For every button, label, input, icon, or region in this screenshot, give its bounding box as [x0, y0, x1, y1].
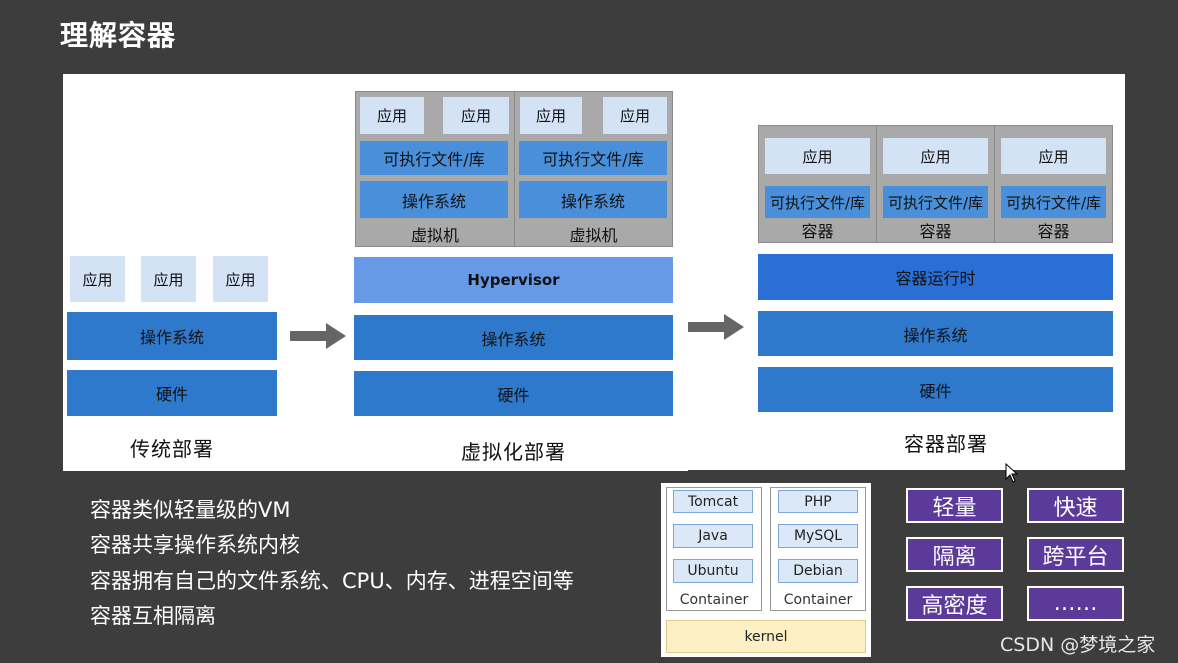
tag-isolation: 隔离 — [906, 537, 1003, 572]
tag-cross-platform: 跨平台 — [1027, 537, 1124, 572]
container-runtime: 容器运行时 — [758, 254, 1113, 300]
container1-libs: 可执行文件/库 — [765, 186, 870, 218]
container1-label: 容器 — [801, 222, 834, 241]
virt-caption: 虚拟化部署 — [461, 440, 566, 464]
vm2-libs: 可执行文件/库 — [519, 141, 667, 175]
container2-label: 容器 — [919, 222, 952, 241]
vm2-app-1: 应用 — [520, 97, 582, 134]
vm1-app-1: 应用 — [360, 97, 424, 134]
vm1-label: 虚拟机 — [410, 226, 459, 245]
tag-more: …… — [1027, 586, 1124, 621]
trad-app-2: 应用 — [141, 256, 196, 302]
bullet-4: 容器互相隔离 — [90, 604, 216, 628]
container-os: 操作系统 — [758, 311, 1113, 356]
kc1-item-2: Java — [673, 524, 753, 548]
tag-fast: 快速 — [1027, 488, 1124, 523]
kc1-label: Container — [679, 592, 749, 608]
bullet-3: 容器拥有自己的文件系统、CPU、内存、进程空间等 — [90, 569, 574, 593]
bullet-1: 容器类似轻量级的VM — [90, 498, 291, 522]
vm1-os: 操作系统 — [360, 181, 508, 218]
trad-caption: 传统部署 — [130, 437, 214, 461]
mouse-cursor-icon — [1005, 463, 1019, 483]
vm2-os: 操作系统 — [519, 181, 667, 218]
watermark: CSDN @梦境之家 — [1000, 634, 1156, 656]
trad-app-1: 应用 — [70, 256, 125, 302]
container2-app: 应用 — [883, 138, 988, 174]
arrow-right-icon — [290, 323, 346, 349]
container3-label: 容器 — [1037, 222, 1070, 241]
tag-high-density: 高密度 — [906, 586, 1003, 621]
kc2-item-3: Debian — [778, 559, 858, 583]
kc2-item-2: MySQL — [778, 524, 858, 548]
panel-notch — [688, 470, 1125, 482]
hypervisor-layer: Hypervisor — [354, 257, 673, 303]
trad-hardware: 硬件 — [67, 370, 277, 416]
bullet-2: 容器共享操作系统内核 — [90, 533, 300, 557]
container3-app: 应用 — [1001, 138, 1106, 174]
container-hardware: 硬件 — [758, 367, 1113, 412]
page-title: 理解容器 — [60, 19, 177, 52]
kc2-label: Container — [783, 592, 853, 608]
trad-app-3: 应用 — [213, 256, 268, 302]
trad-os: 操作系统 — [67, 312, 277, 360]
arrow-right-icon — [688, 314, 744, 340]
vm1-libs: 可执行文件/库 — [360, 141, 508, 175]
virt-hardware: 硬件 — [354, 371, 673, 416]
kernel-layer: kernel — [666, 620, 866, 653]
kc1-item-3: Ubuntu — [673, 559, 753, 583]
kc1-item-1: Tomcat — [673, 490, 753, 513]
vm2-app-2: 应用 — [603, 97, 667, 134]
container3-libs: 可执行文件/库 — [1001, 186, 1106, 218]
tag-lightweight: 轻量 — [906, 488, 1003, 523]
container1-app: 应用 — [765, 138, 870, 174]
container2-libs: 可执行文件/库 — [883, 186, 988, 218]
virt-os: 操作系统 — [354, 315, 673, 360]
vm1-app-2: 应用 — [443, 97, 509, 134]
kc2-item-1: PHP — [778, 490, 858, 513]
vm2-label: 虚拟机 — [569, 226, 618, 245]
container-caption: 容器部署 — [904, 432, 988, 456]
